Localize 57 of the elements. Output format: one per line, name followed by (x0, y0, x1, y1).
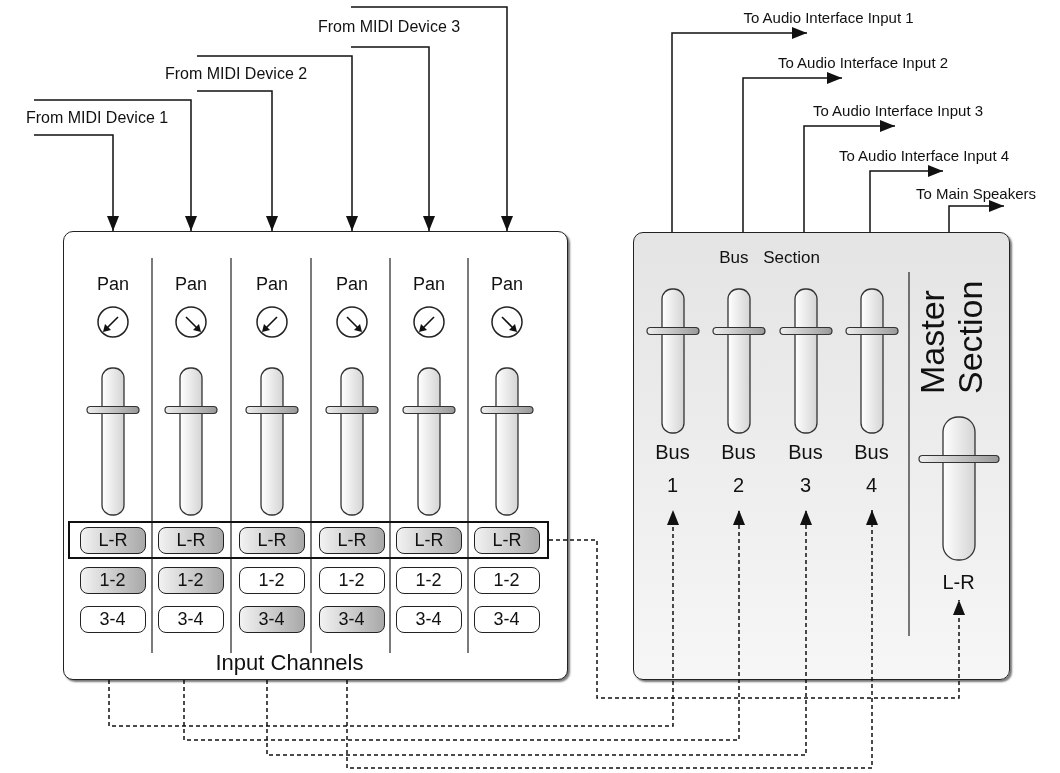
routing-button: 3-4 (79, 605, 146, 633)
arrow (196, 90, 278, 232)
destination-label: To Audio Interface Input 2 (760, 47, 966, 78)
routing-button: 1-2 (395, 566, 462, 594)
routing-button: 3-4 (238, 605, 305, 633)
fader-label: Bus 4 (848, 435, 895, 510)
routing-button: 1-2 (473, 566, 540, 594)
routing-button: 3-4 (395, 605, 462, 633)
source-label: From MIDI Device 2 (145, 56, 327, 91)
arrow (196, 55, 358, 232)
knob-label: Pan (255, 274, 289, 295)
fader-label: Bus 3 (782, 435, 829, 510)
routing-button: 1-2 (157, 566, 224, 594)
arrow (803, 120, 896, 233)
arrow (948, 200, 1005, 233)
routing-button: L-R (319, 527, 385, 554)
destination-label: To Audio Interface Input 3 (795, 95, 1001, 126)
routing-button: L-R (474, 527, 540, 554)
dashed-arrow (346, 509, 878, 769)
dashed-arrow (266, 509, 812, 756)
dashed-arrow (548, 539, 965, 699)
fader-label: Bus 1 (649, 435, 696, 510)
routing-button: 3-4 (157, 605, 224, 633)
knob-label: Pan (174, 274, 208, 295)
routing-button: 1-2 (318, 566, 385, 594)
source-label: From MIDI Device 1 (6, 100, 188, 135)
destination-label: To Audio Interface Input 4 (821, 140, 1027, 171)
knob-label: Pan (335, 274, 369, 295)
routing-button: L-R (396, 527, 462, 554)
source-label: From MIDI Device 3 (298, 7, 480, 47)
destination-label: To Audio Interface Input 1 (726, 2, 931, 33)
dashed-arrow (108, 509, 679, 727)
routing-button: 1-2 (79, 566, 146, 594)
section-title: Bus Section (718, 247, 821, 268)
section-title: Input Channels (214, 649, 365, 676)
knob-label: Pan (490, 274, 524, 295)
dashed-arrow (183, 509, 745, 741)
routing-button: L-R (80, 527, 146, 554)
routing-button: L-R (158, 527, 224, 554)
routing-button: 1-2 (238, 566, 305, 594)
knob-label: Pan (96, 274, 130, 295)
knob-label: Pan (412, 274, 446, 295)
section-title: Master Section (912, 279, 989, 394)
routing-button: 3-4 (318, 605, 385, 633)
arrow (671, 27, 808, 233)
arrow (350, 46, 435, 232)
fader-label: Bus 2 (715, 435, 762, 510)
routing-button: L-R (239, 527, 305, 554)
routing-button: 3-4 (473, 605, 540, 633)
arrow (33, 99, 197, 232)
arrow (869, 165, 944, 233)
arrow (742, 72, 843, 233)
fader-label: L-R (929, 565, 988, 600)
selection-box (67, 520, 549, 559)
arrow (33, 134, 119, 232)
destination-label: To Main Speakers (903, 180, 1049, 206)
arrow (350, 6, 513, 232)
